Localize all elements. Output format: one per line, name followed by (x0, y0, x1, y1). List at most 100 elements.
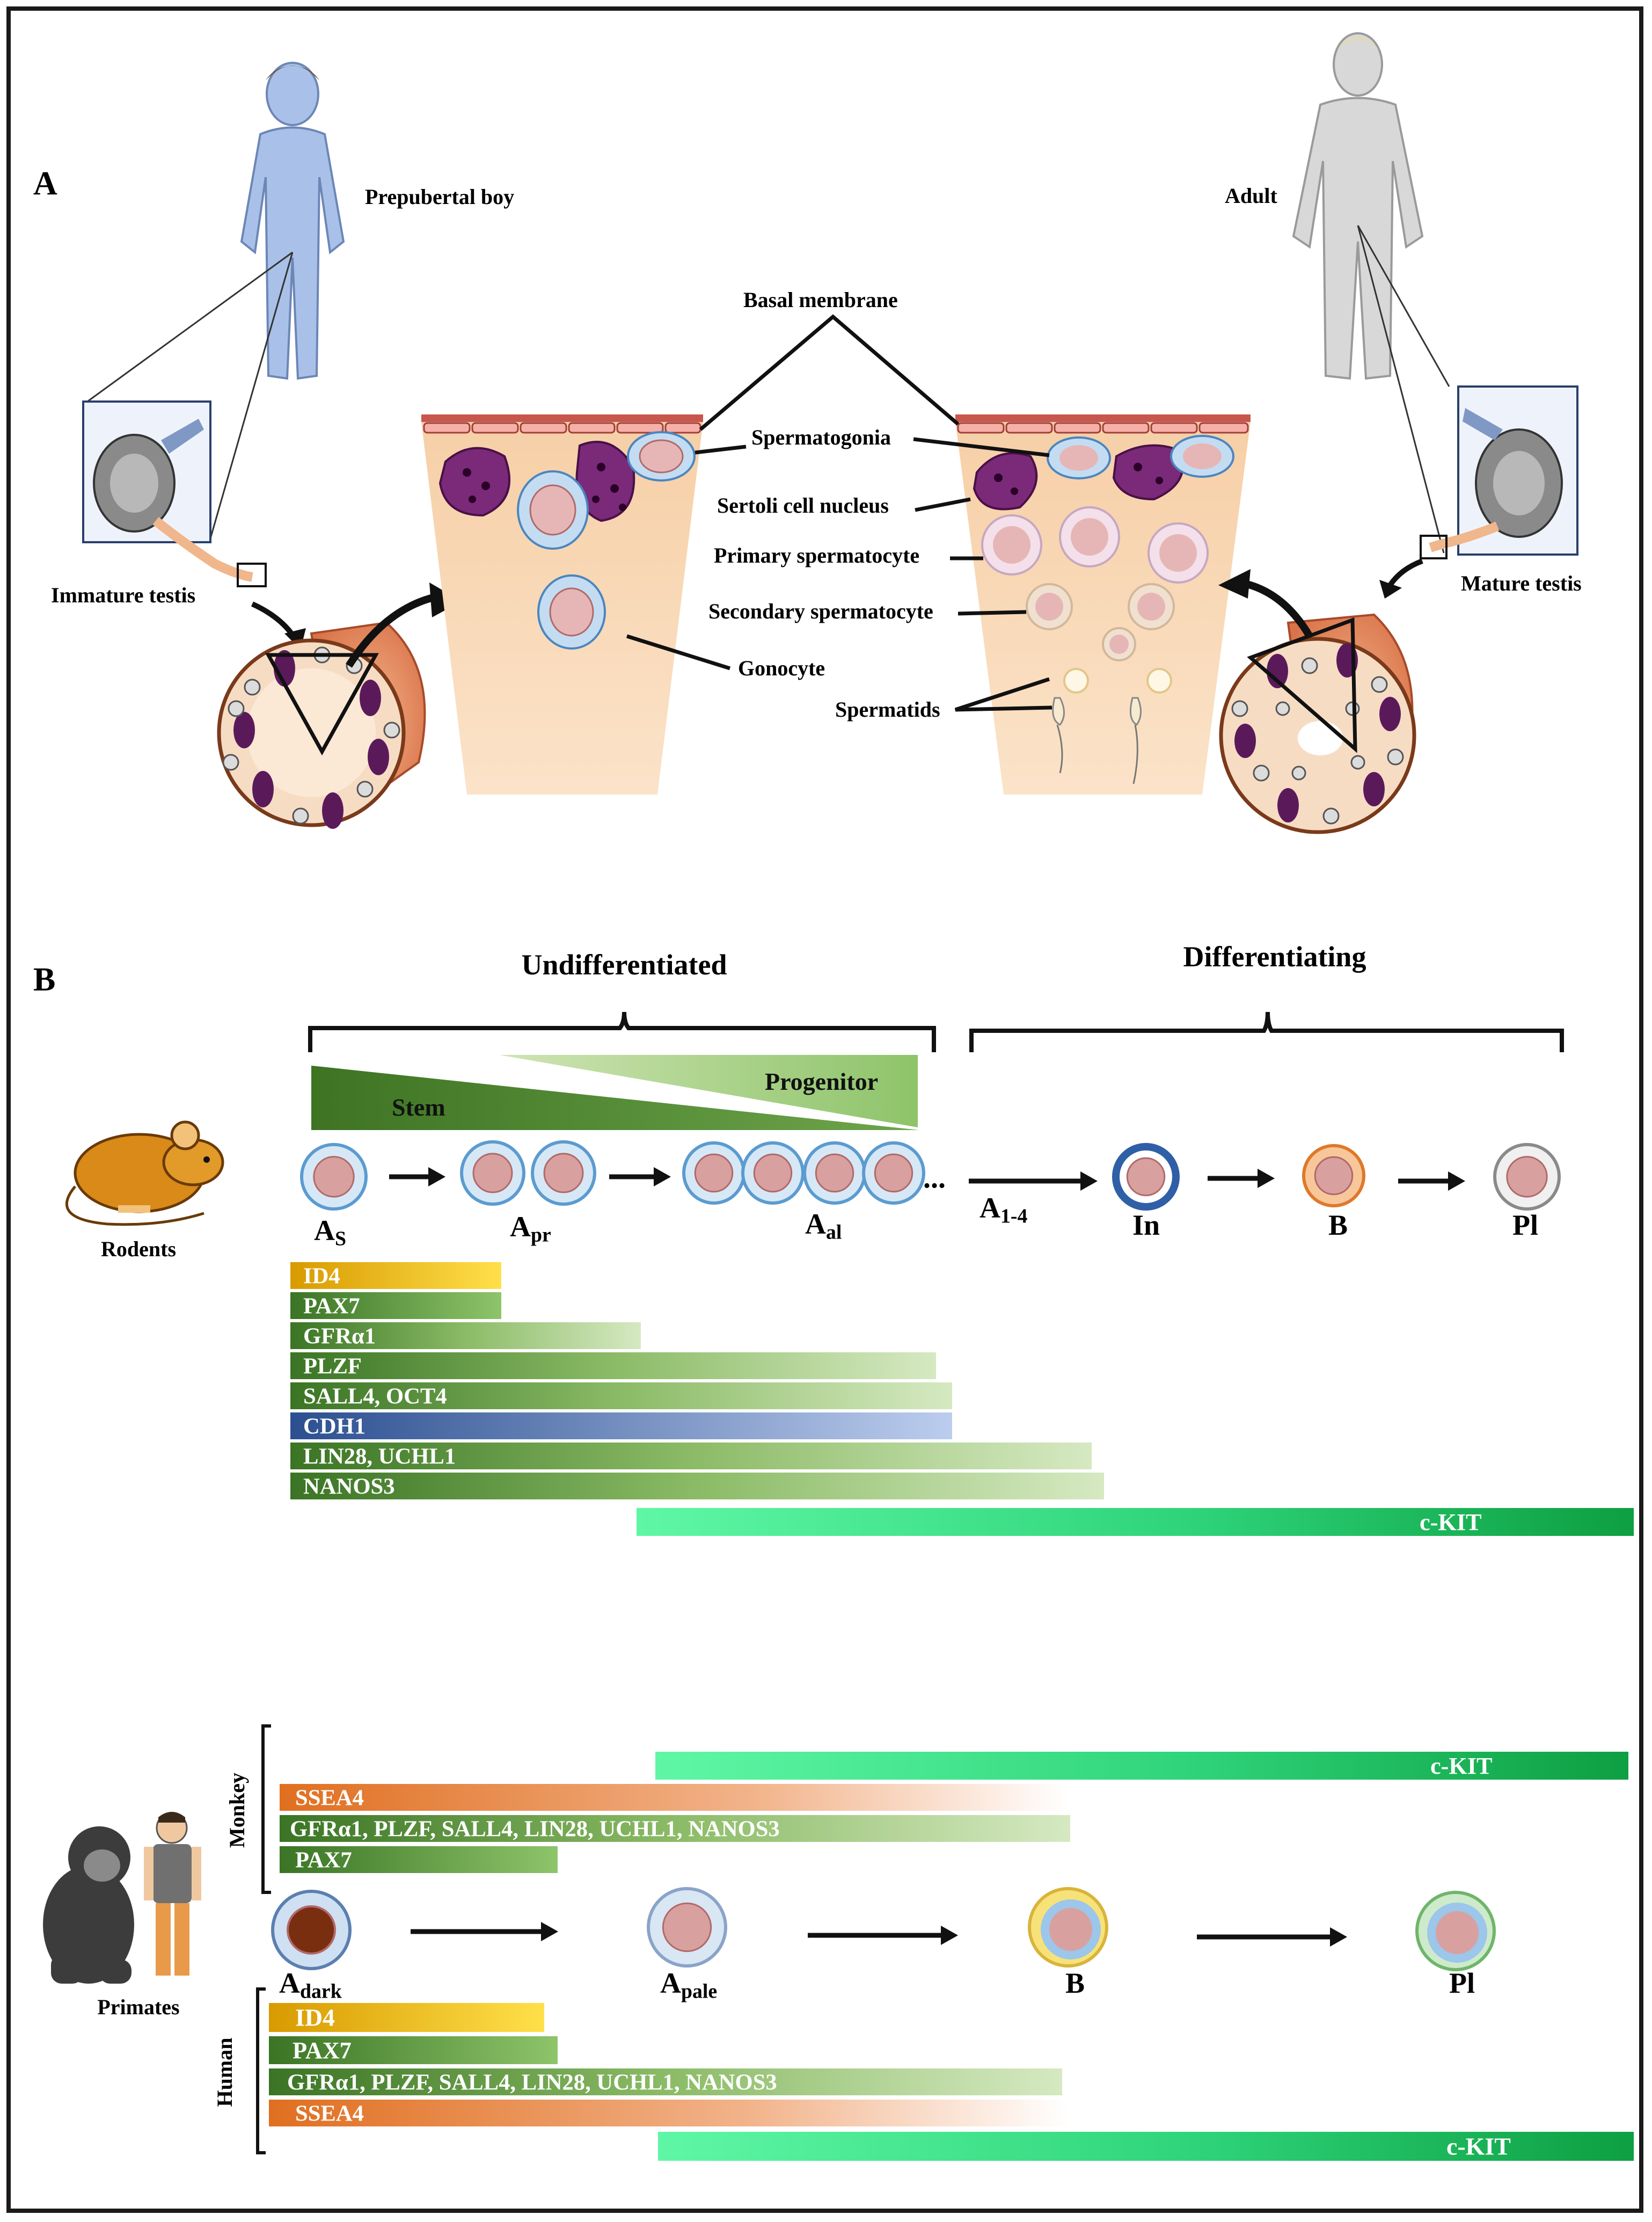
basal-membrane-label: Basal membrane (743, 288, 898, 312)
cell-apale (647, 1887, 727, 1968)
mouse-icon (65, 1120, 224, 1226)
marker-label: PAX7 (303, 1294, 360, 1319)
immature-testis-label: Immature testis (51, 583, 195, 607)
mature-seminiferous-segment (955, 414, 1251, 795)
immature-seminiferous-segment (421, 414, 703, 795)
cell-pl (1493, 1143, 1561, 1211)
primate-cell-row (271, 1887, 1496, 1971)
cell-in (1114, 1145, 1178, 1208)
stage-label: B (1328, 1209, 1348, 1241)
marker-bar: PLZF (289, 1351, 937, 1380)
human-bracket (256, 1987, 266, 2154)
marker-bar: SALL4, OCT4 (289, 1381, 953, 1410)
ellipsis-label: ... (923, 1161, 946, 1194)
arrow-b-pl (1398, 1171, 1465, 1191)
arrow-aal-a14 (969, 1171, 1098, 1191)
marker-label: c-KIT (1430, 1753, 1493, 1779)
marker-label: NANOS3 (303, 1474, 395, 1499)
secondary-spermatocyte-label: Secondary spermatocyte (708, 599, 933, 623)
human-label: Human (213, 2038, 237, 2107)
marker-bar: GFRα1 (289, 1321, 642, 1350)
cell-aal-3 (803, 1141, 866, 1205)
chimpanzee-icon (43, 1826, 134, 1984)
marker-label: PLZF (303, 1354, 362, 1379)
stem-wedge (311, 1066, 919, 1130)
human-person-icon (144, 1812, 201, 1976)
arrow-adark-apale (411, 1922, 558, 1941)
stage-label: Apr (510, 1211, 551, 1247)
marker-bar: ID4 (289, 1261, 502, 1290)
prepubertal-boy-figure (240, 62, 345, 380)
stage-label-main: A (805, 1208, 826, 1240)
undifferentiated-label: Undifferentiated (522, 949, 727, 981)
differentiating-bracket (969, 1011, 1564, 1052)
arrow-b-pl-primate (1197, 1927, 1347, 1947)
stage-label: B (1065, 1967, 1085, 1999)
progenitor-label: Progenitor (765, 1068, 878, 1095)
marker-label: PAX7 (295, 1848, 352, 1873)
monkey-bracket (261, 1724, 271, 1894)
stage-label-main: A (979, 1192, 1000, 1224)
arrow-in-b (1208, 1169, 1275, 1188)
marker-bar: CDH1 (289, 1411, 953, 1440)
sertoli-nucleus-label: Sertoli cell nucleus (717, 493, 889, 518)
cell-aal-4 (862, 1141, 925, 1205)
marker-bar: PAX7 (289, 1291, 502, 1320)
cell-aal-2 (741, 1141, 805, 1205)
marker-bar: LIN28, UCHL1 (289, 1441, 1093, 1470)
marker-bar: GFRα1, PLZF, SALL4, LIN28, UCHL1, NANOS3 (279, 1814, 1071, 1843)
stage-label: Adark (279, 1967, 342, 2003)
marker-bar: SSEA4 (268, 2099, 1069, 2128)
stage-label-main: In (1132, 1209, 1160, 1241)
stage-label-main: A (314, 1214, 335, 1247)
monkey-label: Monkey (225, 1773, 249, 1848)
stage-label-main: B (1328, 1209, 1348, 1241)
marker-label: ID4 (303, 1264, 340, 1289)
stage-label-main: B (1065, 1967, 1085, 1999)
rodents-label: Rodents (101, 1237, 176, 1261)
stage-label: Pl (1512, 1209, 1538, 1241)
marker-bar: ID4 (268, 2002, 545, 2033)
differentiating-label: Differentiating (1183, 941, 1366, 973)
marker-label: LIN28, UCHL1 (303, 1444, 456, 1469)
stage-label: Aal (805, 1208, 842, 1244)
panel-b-letter: B (33, 961, 55, 998)
marker-label: GFRα1, PLZF, SALL4, LIN28, UCHL1, NANOS3 (287, 2070, 777, 2095)
stage-label-sub: S (335, 1228, 346, 1250)
stage-label-main: Pl (1512, 1209, 1538, 1241)
marker-bar: SSEA4 (279, 1783, 1069, 1812)
marker-label: CDH1 (303, 1414, 366, 1439)
immature-tubule-section (217, 621, 426, 829)
marker-label: ID4 (295, 2004, 335, 2031)
arrow-apr-aal (609, 1167, 671, 1186)
marker-bar: PAX7 (268, 2035, 559, 2065)
cell-apr-1 (460, 1140, 525, 1206)
mature-zoom-box (1420, 535, 1448, 559)
cell-apr-2 (531, 1140, 596, 1206)
cell-b (1302, 1144, 1365, 1207)
stem-label: Stem (392, 1094, 445, 1121)
mature-tubule-section (1219, 613, 1416, 834)
marker-label: GFRα1 (303, 1324, 376, 1349)
gonocyte-label: Gonocyte (738, 656, 825, 680)
primates-label: Primates (97, 1995, 179, 2019)
progenitor-wedge (499, 1055, 918, 1127)
stage-label: Apale (660, 1967, 717, 2003)
cell-primate-b (1028, 1887, 1108, 1968)
marker-bar: GFRα1, PLZF, SALL4, LIN28, UCHL1, NANOS3 (268, 2067, 1063, 2096)
stage-label-sub: 1-4 (1000, 1205, 1027, 1228)
marker-label: SSEA4 (295, 2101, 364, 2126)
marker-bar: c-KIT (654, 1751, 1629, 1781)
adult-label: Adult (1225, 184, 1277, 208)
stage-label-sub: al (826, 1221, 842, 1244)
marker-label: c-KIT (1446, 2133, 1511, 2160)
stage-label: In (1132, 1209, 1160, 1241)
stage-label-sub: pr (531, 1224, 551, 1247)
cell-aal-1 (682, 1141, 745, 1205)
stage-label-main: Pl (1449, 1967, 1475, 1999)
